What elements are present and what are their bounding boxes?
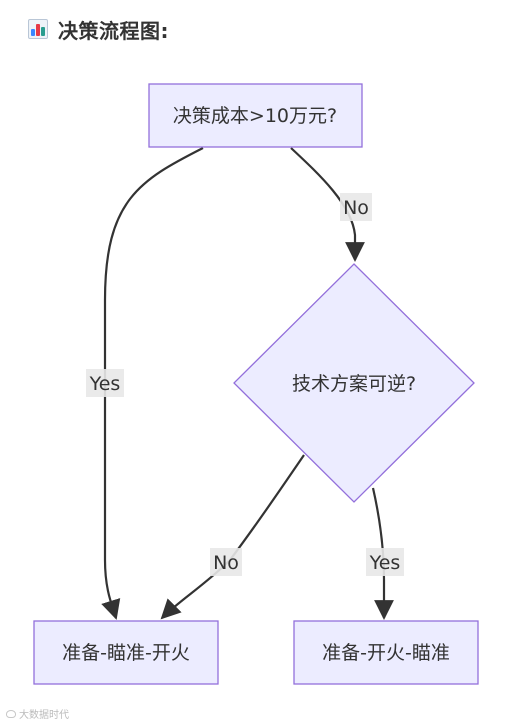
page-title: 决策流程图: (58, 18, 169, 43)
svg-text:No: No (343, 197, 369, 219)
svg-text:技术方案可逆?: 技术方案可逆? (292, 373, 416, 395)
diagram-header: 决策流程图: (28, 14, 169, 44)
edge-reversible-yes (371, 487, 394, 620)
svg-text:Yes: Yes (369, 552, 401, 574)
edge-label-cost-no: No (340, 193, 372, 221)
svg-text:Yes: Yes (89, 373, 121, 395)
watermark-text: 大数据时代 (19, 710, 69, 721)
node-prepare-fire-aim: 准备-开火-瞄准 (293, 620, 479, 685)
node-cost-decision: 决策成本>10万元? (148, 83, 363, 148)
node-prepare-aim-fire: 准备-瞄准-开火 (33, 620, 219, 685)
edge-cost-yes (101, 147, 204, 620)
edge-label-cost-yes: Yes (86, 369, 124, 397)
edge-label-reversible-no: No (210, 548, 242, 576)
edge-reversible-no (160, 454, 305, 620)
svg-text:决策成本>10万元?: 决策成本>10万元? (173, 105, 337, 127)
svg-text:准备-瞄准-开火: 准备-瞄准-开火 (62, 642, 190, 664)
svg-text:准备-开火-瞄准: 准备-开火-瞄准 (322, 642, 450, 664)
bar-chart-icon (28, 19, 48, 39)
edge-label-reversible-yes: Yes (366, 548, 404, 576)
watermark-logo-icon (6, 709, 16, 718)
svg-text:No: No (213, 552, 239, 574)
watermark: 大数据时代 (6, 706, 69, 721)
node-reversible-decision: 技术方案可逆? (233, 263, 475, 503)
edge-cost-no (290, 147, 365, 262)
